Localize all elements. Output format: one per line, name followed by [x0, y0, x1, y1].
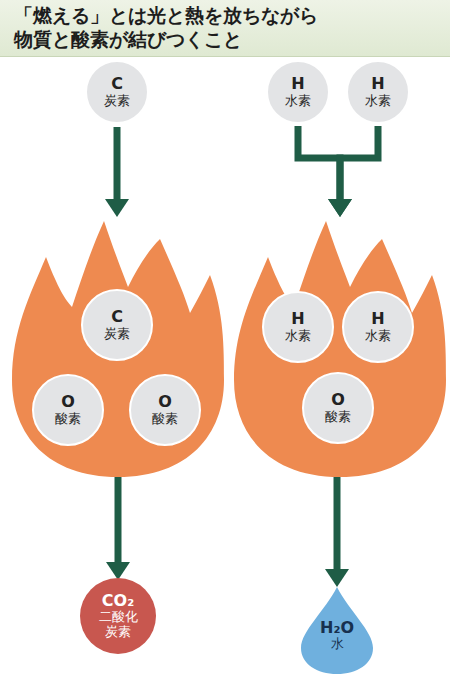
connector-line: [340, 126, 378, 200]
element-name: 酸素: [325, 410, 351, 425]
element-circle: H水素: [346, 60, 410, 124]
element-circle: O酸素: [129, 374, 201, 446]
chemical-symbol: H₂O: [320, 619, 354, 637]
connector-line: [334, 474, 341, 570]
element-name: 炭素: [104, 327, 130, 342]
arrow-connector: [106, 474, 130, 580]
chemical-symbol: H: [371, 310, 384, 328]
element-circle: H水素: [262, 291, 334, 363]
product-circle: CO₂二酸化 炭素: [80, 578, 156, 654]
element-circle: C炭素: [85, 60, 149, 124]
arrow-connector: [325, 474, 349, 587]
diagram-title: 「燃える」とは光と熱を放ちながら 物質と酸素が結びつくこと: [14, 4, 414, 52]
flame-svg-outline: [12, 221, 224, 477]
element-name: 酸素: [55, 412, 81, 427]
chemical-symbol: H: [291, 310, 304, 328]
arrow-head: [325, 569, 349, 587]
element-name: 二酸化 炭素: [97, 610, 139, 640]
element-circle: H水素: [342, 291, 414, 363]
element-circle: O酸素: [302, 372, 374, 444]
element-circle: H水素: [266, 60, 330, 124]
chemical-symbol: O: [61, 393, 75, 411]
drop-svg-outline: [301, 587, 373, 674]
chemical-symbol: CO₂: [102, 592, 134, 610]
element-name: 酸素: [152, 412, 178, 427]
chemical-symbol: H: [371, 75, 384, 93]
arrow-head: [328, 199, 352, 217]
arrow-connector: [328, 126, 378, 217]
element-circle: C炭素: [81, 289, 153, 361]
connector-line: [115, 474, 122, 563]
connector-line: [114, 127, 121, 200]
element-name: 水素: [285, 94, 311, 109]
element-name: 水素: [365, 94, 391, 109]
element-name: 炭素: [104, 94, 130, 109]
element-circle: O酸素: [32, 374, 104, 446]
arrow-head: [105, 199, 129, 217]
chemical-symbol: C: [111, 308, 123, 326]
element-name: 水素: [285, 329, 311, 344]
flame-shape: C炭素O酸素O酸素: [8, 215, 228, 480]
chemical-symbol: O: [331, 391, 345, 409]
chemical-symbol: H: [291, 75, 304, 93]
water-drop: H₂O水: [299, 585, 375, 675]
arrow-connector: [298, 126, 352, 217]
chemical-symbol: O: [158, 393, 172, 411]
element-name: 水: [331, 637, 344, 652]
chemical-symbol: C: [111, 75, 123, 93]
flame-shape: H水素H水素O酸素: [230, 215, 450, 480]
element-name: 水素: [365, 329, 391, 344]
flame-svg-outline: [234, 221, 446, 477]
arrow-head: [328, 199, 352, 217]
arrow-connector: [105, 127, 129, 217]
connector-line: [298, 126, 340, 200]
